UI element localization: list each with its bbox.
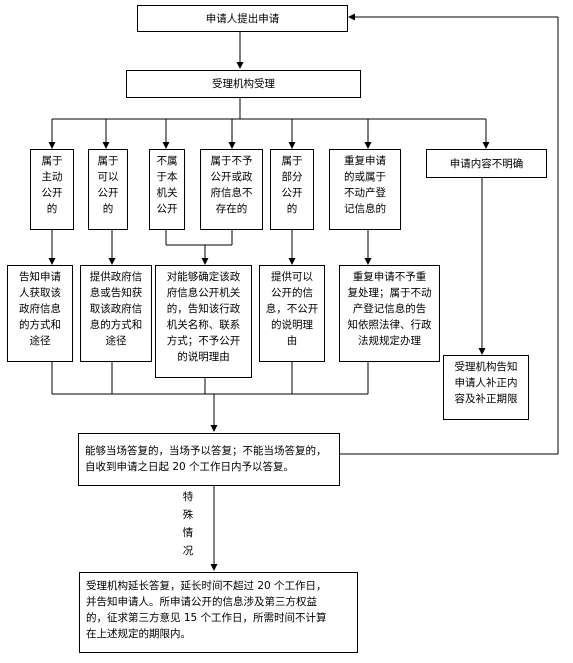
node-category-active-public: 属于主动公开的 [30,149,74,230]
node-start: 申请人提出申请 [137,5,348,32]
node-category-partial-public: 属于部分公开的 [270,149,314,230]
node-result-may-public: 提供政府信息或告知获取该政府信息的方式和途径 [80,265,152,362]
node-result-active-public: 告知申请人获取该政府信息的方式和途径 [7,265,73,362]
node-result-repeated: 重复申请不予重复处理；属于不动产登记信息的告知依照法律、行政法规规定办理 [339,265,440,362]
node-result-partial-public: 提供可以公开的信息，不公开的说明理由 [259,265,325,362]
node-category-may-public: 属于可以公开的 [88,149,128,230]
node-accept: 受理机构受理 [126,70,361,98]
node-category-not-disclosed: 属于不予公开或政府信息不存在的 [200,149,263,230]
node-category-repeated: 重复申请的或属于不动产登记信息的 [329,149,401,230]
node-result-correction: 受理机构告知申请人补正内容及补正期限 [443,355,529,420]
node-reply: 能够当场答复的，当场予以答复；不能当场答复的，自收到申请之日起 20 个工作日内… [78,433,340,486]
node-category-unclear: 申请内容不明确 [426,149,547,178]
node-category-not-this-agency: 不属于本机关公开 [149,149,185,230]
node-result-not-this-agency: 对能够确定该政府信息公开机关的，告知该行政机关名称、联系方式；不予公开的说明理由 [155,265,252,378]
node-extension: 受理机构延长答复，延长时间不超过 20 个工作日，并告知申请人。所申请公开的信息… [79,572,358,653]
label-special-case: 特殊情况 [182,491,194,557]
